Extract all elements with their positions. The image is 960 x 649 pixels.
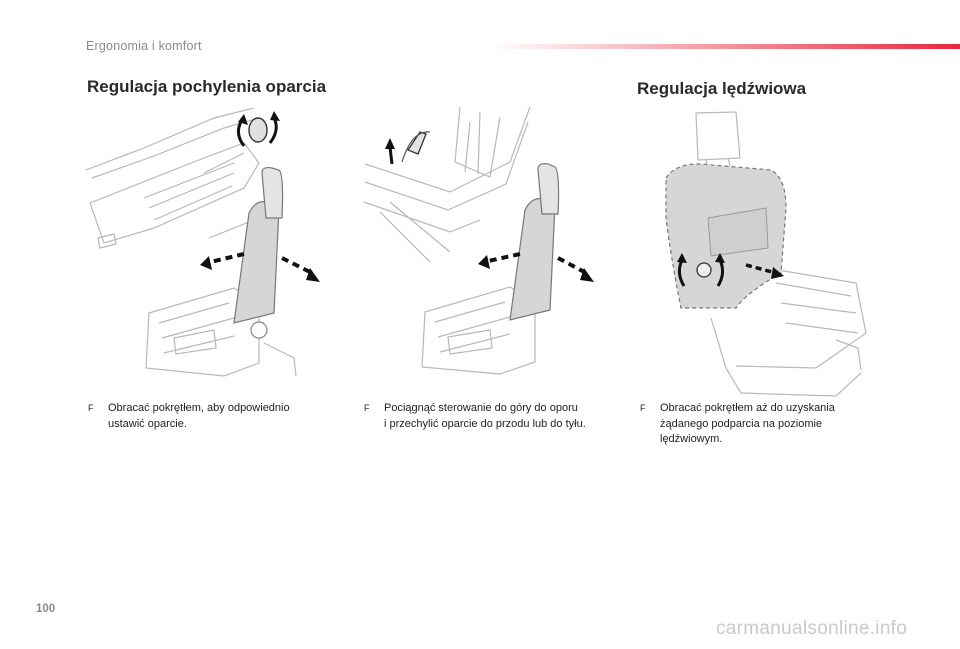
instruction-line: Obracać pokrętłem aż do uzyskania (640, 401, 870, 417)
heading-backrest-recline: Regulacja pochylenia oparcia (87, 77, 326, 97)
instruction-line: Obracać pokrętłem, aby odpowiednio (88, 401, 338, 417)
bullet-marker: F (364, 401, 370, 417)
illustration-recline-lever (360, 102, 615, 378)
section-title: Ergonomia i komfort (86, 39, 202, 53)
bullet-marker: F (640, 401, 646, 417)
instruction-line: ustawić oparcie. (88, 417, 338, 433)
page-number: 100 (36, 603, 55, 615)
instruction-recline-knob: F Obracać pokrętłem, aby odpowiednio ust… (88, 401, 338, 432)
instruction-line: Pociągnąć sterowanie do góry do oporu (364, 401, 624, 417)
illustration-lumbar-knob (636, 108, 876, 400)
instruction-recline-lever: F Pociągnąć sterowanie do góry do oporu … (364, 401, 624, 432)
instruction-line: lędźwiowym. (640, 432, 870, 448)
instruction-lumbar: F Obracać pokrętłem aż do uzyskania żąda… (640, 401, 870, 448)
watermark: carmanualsonline.info (716, 618, 907, 640)
instruction-line: i przechylić oparcie do przodu lub do ty… (364, 417, 624, 433)
bullet-marker: F (88, 401, 94, 417)
heading-lumbar: Regulacja lędźwiowa (637, 79, 806, 99)
header-accent-bar (490, 44, 960, 49)
instruction-line: żądanego podparcia na poziomie (640, 417, 870, 433)
illustration-recline-knob (84, 108, 334, 378)
